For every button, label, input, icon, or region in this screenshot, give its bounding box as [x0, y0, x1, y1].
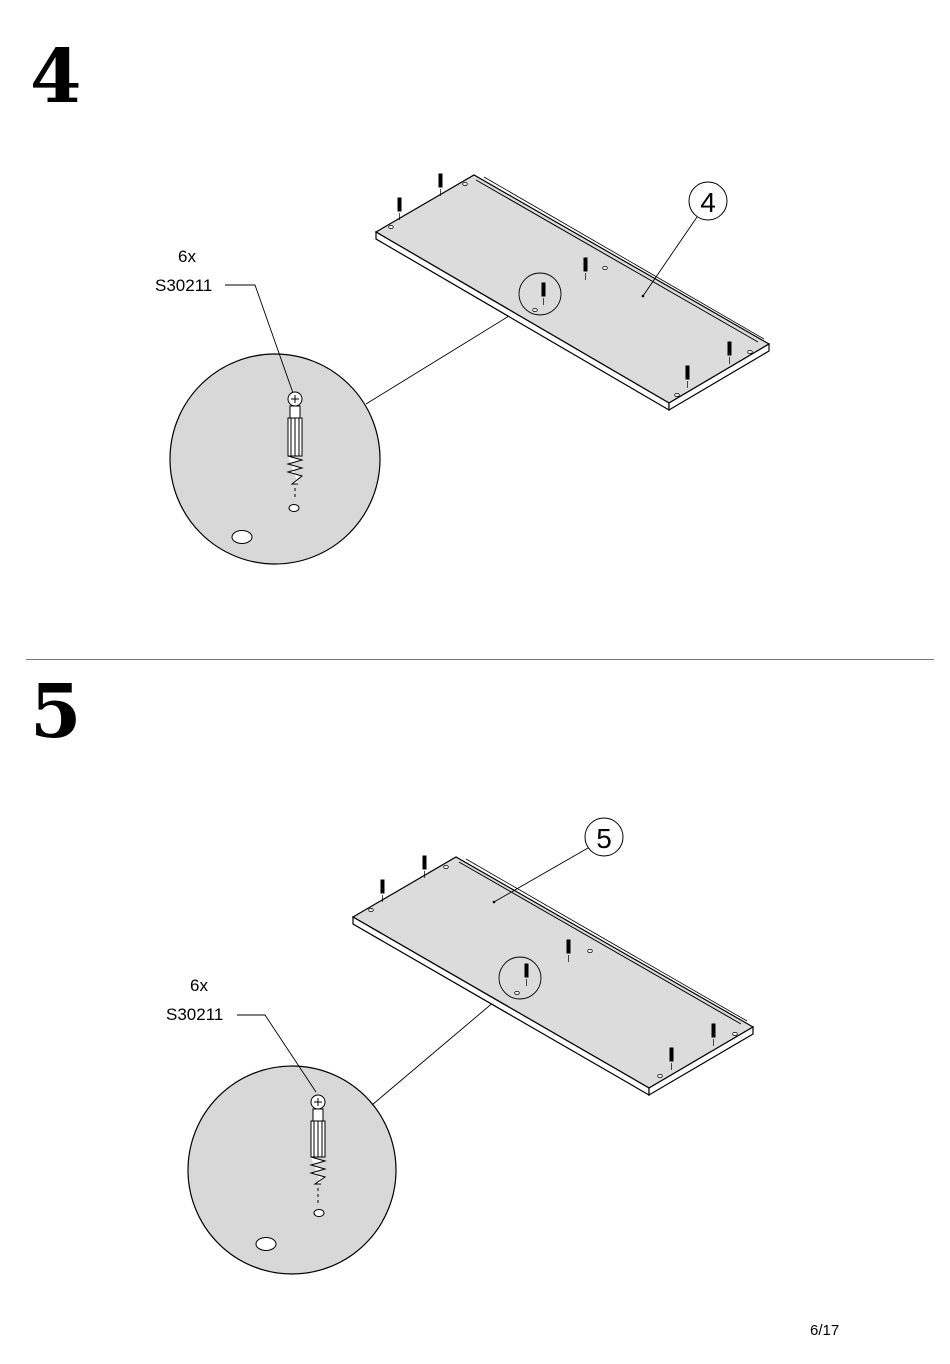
detail-leader-line: [372, 990, 508, 1105]
panel-top-face: [353, 857, 753, 1088]
part-number-leader: [494, 848, 588, 902]
part-number-label: 5: [596, 823, 612, 854]
detail-view-circle: [188, 1066, 396, 1274]
step-5-quantity: 6x: [190, 977, 208, 994]
step-5-hardware-code: S30211: [166, 1006, 223, 1023]
page-number: 6/17: [810, 1322, 839, 1339]
